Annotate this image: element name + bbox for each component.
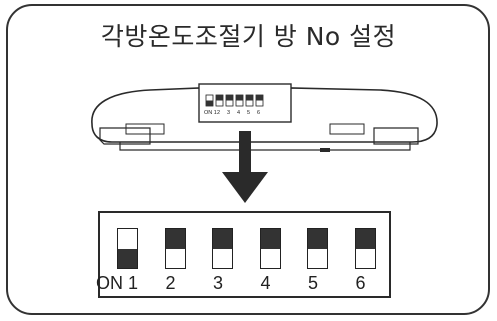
switch-lower-half (166, 249, 185, 269)
device-left-clip (99, 127, 151, 145)
mini-switch-knob-3 (226, 95, 233, 101)
dip-switch-label-5: 5 (307, 273, 318, 293)
device-left-tab (125, 123, 165, 135)
mini-switch-knob-2 (216, 95, 223, 101)
dip-switch-label-4: 4 (260, 273, 271, 293)
switch-upper-half (308, 229, 327, 249)
mini-switch-knob-1 (206, 100, 213, 106)
dip-switch-label-3: 3 (212, 273, 223, 293)
dip-switch-5[interactable] (307, 228, 328, 269)
device-body (91, 87, 438, 143)
device-right-clip (373, 127, 419, 145)
switch-upper-half (165, 229, 185, 249)
mini-dip-switches (205, 94, 264, 107)
arrow-head (222, 172, 268, 203)
mini-switch-label-5: 5 (247, 110, 250, 116)
device-mark (320, 148, 330, 152)
mini-switch-label-4: 4 (237, 110, 240, 116)
switch-lower-half (118, 248, 137, 268)
switch-lower-half (308, 249, 327, 269)
dip-switch-6[interactable] (354, 228, 376, 269)
mini-switch-knob-5 (246, 95, 253, 101)
switch-lower-half (261, 249, 280, 269)
mini-switch-knob-6 (256, 95, 263, 101)
mini-switch-label-2: 2 (217, 110, 220, 116)
dip-switch-label-2: 2 (165, 273, 176, 293)
arrow-shaft (239, 131, 251, 176)
diagram-title: 각방온도조절기 방 No 설정 (100, 22, 397, 51)
dip-switch-3[interactable] (212, 228, 233, 269)
dip-switch-panel: ON 1 2 3 4 5 6 (95, 211, 391, 298)
switch-upper-half (260, 229, 280, 249)
device-bottom-ridge (119, 142, 411, 151)
dip-switch-4[interactable] (259, 228, 281, 269)
switch-lower-half (356, 249, 375, 269)
mini-switch-label-1: ON 1 (204, 110, 217, 116)
mini-switch-label-6: 6 (257, 110, 260, 116)
device-right-tab (329, 123, 365, 135)
switch-upper-half (118, 229, 137, 249)
switch-upper-half (355, 229, 375, 249)
device-dip-compartment (198, 83, 292, 123)
mini-switch-label-3: 3 (227, 110, 230, 116)
dip-switch-label-1: ON 1 (95, 273, 138, 293)
dip-switch-label-6: 6 (355, 273, 366, 293)
dip-switch-2[interactable] (164, 228, 186, 269)
switch-upper-half (213, 229, 232, 249)
switch-lower-half (213, 249, 232, 269)
dip-switch-1[interactable] (117, 228, 138, 269)
mini-switch-knob-4 (236, 95, 243, 101)
figure-frame (6, 4, 490, 315)
